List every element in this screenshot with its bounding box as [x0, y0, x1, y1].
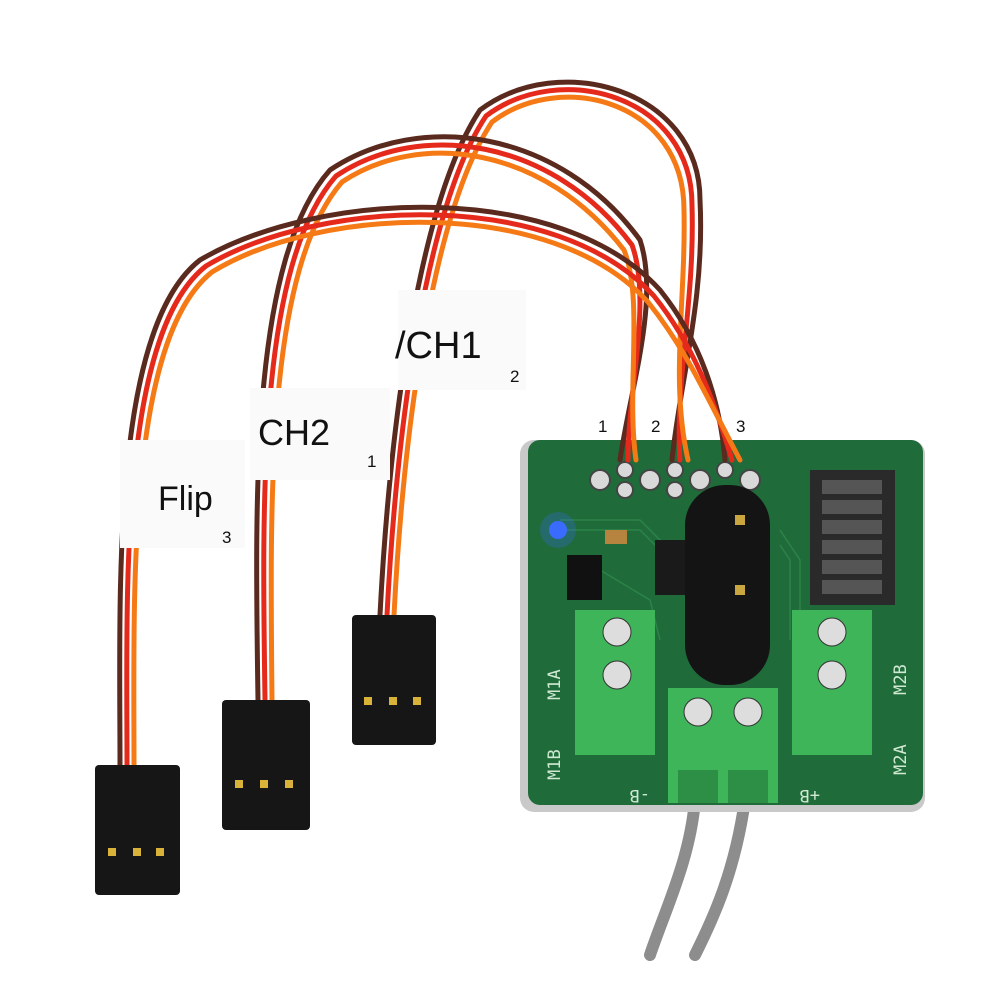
pin-number-2: 2	[651, 417, 660, 436]
tag-ch1-text: /CH1	[395, 325, 482, 367]
label-m1a: M1A	[545, 669, 565, 700]
terminal-m2	[792, 610, 872, 755]
terminal-m1	[575, 610, 655, 755]
label-m2a: M2A	[891, 744, 911, 775]
power-cables	[644, 794, 751, 961]
label-m2b: M2B	[891, 664, 911, 695]
motor-driver-board: M1A M1B M2B M2A -B +B	[520, 440, 925, 812]
label-pos: +B	[800, 785, 820, 805]
tag-ch2-number: 1	[367, 452, 376, 471]
tag-ch1: /CH1 2	[395, 290, 526, 390]
label-m1b: M1B	[545, 749, 565, 780]
servo-connector-flip	[95, 765, 180, 895]
dip-switch	[810, 470, 895, 605]
tag-ch2: CH2 1	[250, 388, 390, 480]
pin-number-1: 1	[598, 417, 607, 436]
tag-ch1-number: 2	[510, 367, 519, 386]
tag-flip-text: Flip	[158, 480, 213, 518]
label-neg: -B	[630, 785, 650, 805]
servo-connector-ch2	[222, 700, 310, 830]
tag-flip-number: 3	[222, 528, 231, 547]
capacitor	[685, 485, 770, 685]
terminal-power	[668, 688, 778, 803]
servo-connector-ch1	[352, 615, 436, 745]
status-led	[549, 521, 567, 539]
tag-ch2-text: CH2	[258, 412, 330, 453]
tag-flip: Flip 3	[120, 440, 245, 548]
pin-number-3: 3	[736, 417, 745, 436]
